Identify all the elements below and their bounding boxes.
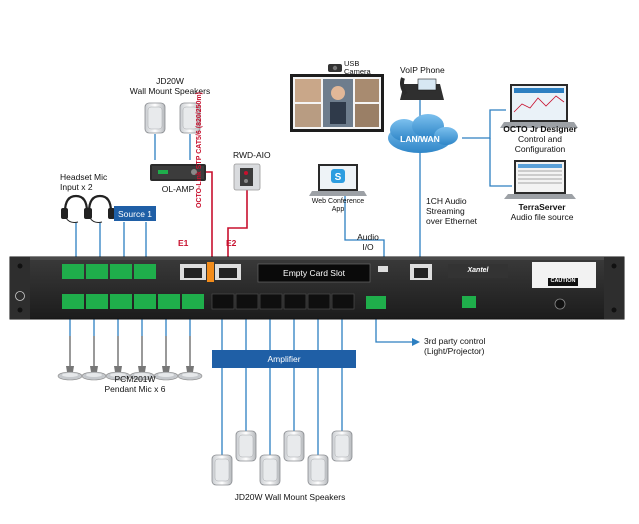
svg-text:S: S <box>335 172 342 183</box>
source-1-box[interactable] <box>114 206 156 221</box>
streaming-line1: 1CH Audio <box>426 196 467 206</box>
wall-speaker-bottom-2[interactable] <box>235 430 257 462</box>
pcm201w-label: PCM201W Pendant Mic x 6 <box>90 374 180 394</box>
terraserver-label: TerraServer Audio file source <box>504 202 580 222</box>
wall-speaker-bottom-6[interactable] <box>331 430 353 462</box>
mic-input-terminals-bottom[interactable] <box>62 294 204 309</box>
terraserver-line1: TerraServer <box>518 202 566 212</box>
power-input[interactable] <box>462 296 476 308</box>
headset-line2: Input x 2 <box>60 182 93 192</box>
warning-label <box>532 262 596 288</box>
cable-3rd-party <box>375 312 412 343</box>
web-conf-line2: App <box>331 206 345 213</box>
octo-jr-line3: Configuration <box>514 144 566 154</box>
laptop-octo-jr-icon <box>500 84 578 128</box>
rwd-aio-label: RWD-AIO <box>233 150 271 160</box>
wall-speaker-top-left[interactable] <box>144 102 166 134</box>
ol-amp-label: OL-AMP <box>161 184 195 194</box>
empty-card-slot-label: Empty Card Slot <box>283 268 345 278</box>
cable-rwd-e2 <box>227 184 248 262</box>
e2-label: E2 <box>226 238 237 248</box>
brand-area <box>448 264 508 278</box>
voip-phone-label: VoIP Phone <box>400 65 445 75</box>
audio-io-line1: Audio <box>357 232 379 242</box>
wall-speaker-bottom-4[interactable] <box>283 430 305 462</box>
third-party-line2: (Light/Projector) <box>424 346 485 356</box>
headset-mic-label: Headset Mic Input x 2 <box>60 172 107 192</box>
wall-speaker-bottom-5[interactable] <box>307 454 329 486</box>
pendant-mic-1[interactable] <box>57 335 83 381</box>
usb-camera-line1: USB <box>344 59 360 68</box>
jd20w-top-line1: JD20W <box>156 76 184 86</box>
brand-label: Xantel <box>467 267 489 274</box>
cable-laptop-usb <box>344 196 385 266</box>
wall-speaker-bottom-3[interactable] <box>259 454 281 486</box>
laptop-web-conference-icon: S <box>309 164 367 196</box>
cable-lan-octojr <box>462 109 506 139</box>
source-1-label: Source 1 <box>117 209 153 219</box>
cables <box>69 98 512 456</box>
octo-jr-label: OCTO Jr Designer Control and Configurati… <box>500 124 580 154</box>
streaming-label: 1CH Audio Streaming over Ethernet <box>426 196 477 226</box>
octo-link-label: OCTO-Link STP CAT5/6 (820/250m) <box>196 92 203 208</box>
jd20w-top-line2: Wall Mount Speakers <box>129 86 211 96</box>
ol-amp-device[interactable] <box>150 164 206 181</box>
rwd-aio-device[interactable] <box>233 163 261 191</box>
web-conf-line1: Web Conference <box>311 198 365 205</box>
amplifier-bar[interactable] <box>212 350 356 368</box>
output-terminals[interactable] <box>211 293 355 310</box>
jd20w-top-title: JD20W Wall Mount Speakers <box>120 76 220 96</box>
ip-phone-icon <box>400 77 444 100</box>
third-party-line1: 3rd party control <box>424 336 486 346</box>
wall-speaker-bottom-1[interactable] <box>211 454 233 486</box>
pendant-mic-6[interactable] <box>177 335 203 381</box>
arrow-3rd-party-icon <box>412 338 420 346</box>
web-conference-label: Web Conference App <box>300 198 376 214</box>
ethernet-port-icon[interactable] <box>410 264 432 280</box>
headset-icon-2 <box>85 194 115 223</box>
streaming-line3: over Ethernet <box>426 216 478 226</box>
octo-jr-line2: Control and <box>518 134 562 144</box>
mic-input-terminals-top[interactable] <box>62 264 156 279</box>
octo-link-ports[interactable] <box>180 262 241 282</box>
lan-wan-label: LAN/WAN <box>400 134 440 144</box>
audio-io-line2: I/O <box>362 242 374 252</box>
octo-jr-line1: OCTO Jr Designer <box>503 124 577 134</box>
cable-olamp-e1 <box>205 171 213 262</box>
amplifier-label: Amplifier <box>267 354 301 364</box>
e1-label: E1 <box>178 238 189 248</box>
control-terminals[interactable] <box>366 266 388 309</box>
empty-card-slot <box>257 263 371 283</box>
laptop-terraserver-icon <box>504 160 576 199</box>
conference-monitor-icon <box>290 74 384 132</box>
usb-camera-line2: Camera <box>344 67 371 76</box>
third-party-label: 3rd party control (Light/Projector) <box>424 336 485 356</box>
streaming-line2: Streaming <box>426 206 465 216</box>
terraserver-line2: Audio file source <box>510 212 574 222</box>
pcm201w-line1: PCM201W <box>114 374 156 384</box>
usb-camera-label: USB Camera <box>344 60 371 76</box>
usb-camera-icon <box>328 64 342 72</box>
pcm201w-line2: Pendant Mic x 6 <box>104 384 166 394</box>
jd20w-bottom-label: JD20W Wall Mount Speakers <box>234 492 346 502</box>
cloud-icon <box>388 114 458 153</box>
ground-screw-icon <box>554 298 566 310</box>
caution-label: CAUTION <box>550 278 576 284</box>
headset-line1: Headset Mic <box>60 172 108 182</box>
audio-io-label: Audio I/O <box>356 232 380 252</box>
cable-lan-terraserver <box>489 138 512 187</box>
